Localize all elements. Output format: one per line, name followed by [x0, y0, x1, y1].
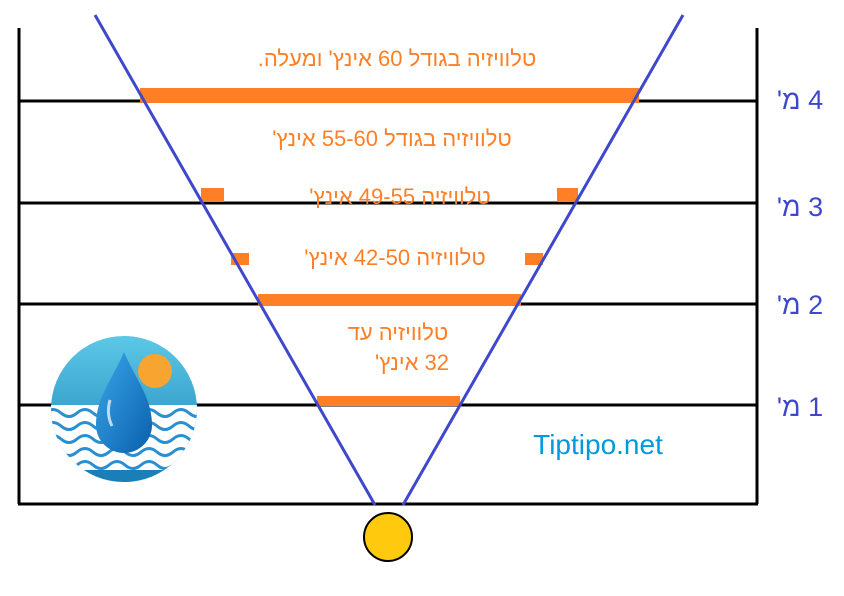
- distance-labels: 4 מ' 3 מ' 2 מ' 1 מ': [777, 85, 823, 422]
- distance-label-1m: 1 מ': [777, 392, 823, 422]
- distance-label-3m: 3 מ': [777, 192, 823, 222]
- tv-label-32-line2: 32 אינץ': [375, 350, 449, 375]
- water-drop-sun-waves-logo-icon: [51, 336, 197, 482]
- website-label: Tiptipo.net: [533, 429, 663, 460]
- distance-label-4m: 4 מ': [777, 85, 823, 115]
- frame: [17, 28, 759, 506]
- viewer-dot-icon: [363, 512, 413, 562]
- tv-bar-42-50: [258, 294, 521, 306]
- tv-bar-55-60-left: [201, 188, 224, 202]
- tv-bar-55-60-right: [557, 188, 578, 202]
- distance-label-2m: 2 מ': [777, 290, 823, 320]
- tv-bar-60-plus: [140, 88, 639, 103]
- tv-label-42-50: טלוויזיה 42-50 אינץ': [304, 245, 485, 270]
- tv-size-labels: טלוויזיה בגודל 60 אינץ' ומעלה. טלוויזיה …: [258, 46, 537, 375]
- tv-label-55-60: טלוויזיה בגודל 55-60 אינץ': [272, 126, 512, 151]
- tv-bar-32: [317, 396, 460, 406]
- viewing-cone-right-line: [401, 14, 685, 506]
- viewing-cone-left-line: [93, 14, 377, 506]
- tv-label-60-plus: טלוויזיה בגודל 60 אינץ' ומעלה.: [258, 46, 537, 71]
- tv-label-49-55: טלוויזיה 49-55 אינץ': [309, 184, 490, 209]
- viewing-cone: [93, 14, 685, 506]
- tv-bar-49-55-right: [525, 253, 543, 265]
- tv-label-32-line1: טלוויזיה עד: [348, 320, 449, 345]
- tv-bars: [140, 88, 639, 406]
